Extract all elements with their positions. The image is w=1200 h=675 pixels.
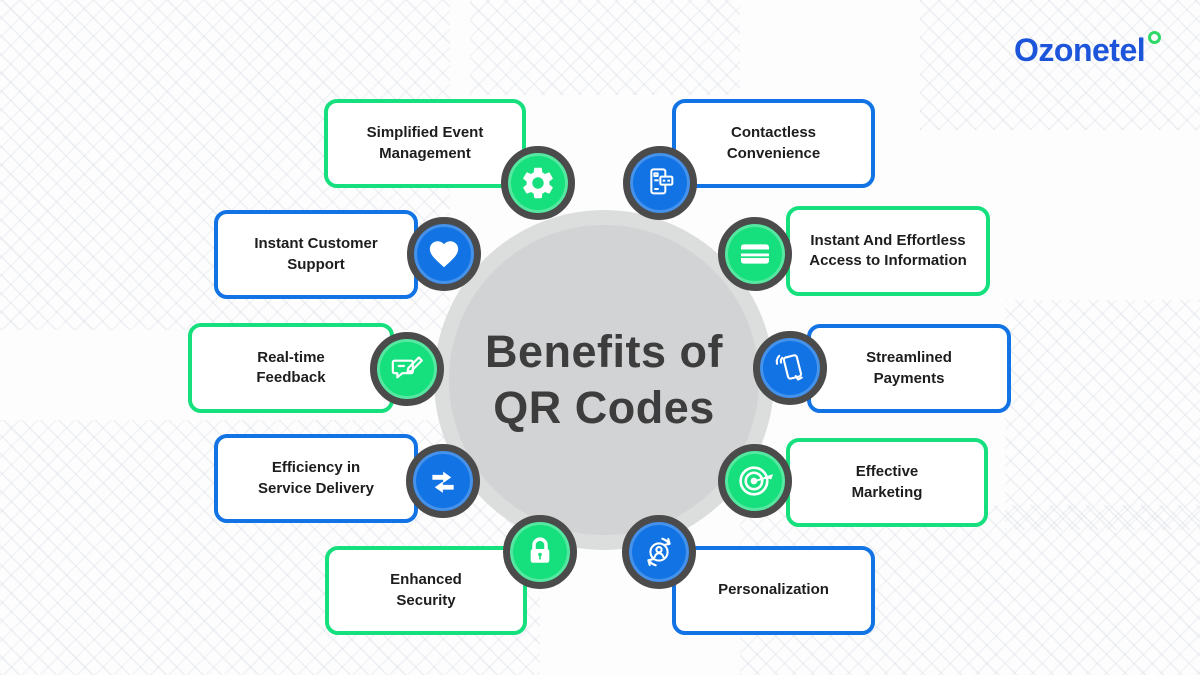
benefit-box-personalization: Personalization — [672, 546, 875, 635]
target-icon — [739, 466, 774, 496]
benefit-icon-credit-card — [718, 217, 792, 291]
benefit-icon-phone-card — [623, 146, 697, 220]
benefit-box-contactless-convenience: Contactless Convenience — [672, 99, 875, 188]
benefit-box-instant-customer-support: Instant Customer Support — [214, 210, 418, 299]
benefit-box-simplified-event-management: Simplified Event Management — [324, 99, 526, 188]
gear-icon — [523, 167, 553, 199]
heart-icon — [429, 241, 459, 268]
benefit-label: Personalization — [718, 581, 829, 599]
mobile-payment-icon — [775, 354, 803, 381]
phone-card-icon — [650, 168, 674, 195]
benefit-box-access-to-information: Instant And Effortless Access to Informa… — [786, 206, 990, 296]
benefit-label: Instant Customer Support — [254, 235, 378, 273]
padlock-icon — [530, 537, 550, 563]
feedback-chat-icon — [391, 356, 423, 379]
logo-text: Ozonetel — [1014, 32, 1146, 68]
benefit-label: Instant And Effortless Access to Informa… — [809, 231, 967, 269]
user-sync-icon — [647, 537, 671, 567]
benefit-box-enhanced-security: Enhanced Security — [325, 546, 527, 635]
benefit-label: Efficiency in Service Delivery — [258, 459, 374, 497]
benefit-box-effective-marketing: Effective Marketing — [786, 438, 988, 527]
title-line-1: Benefits of — [484, 326, 723, 378]
title-line-2: QR Codes — [493, 382, 715, 433]
benefit-box-streamlined-payments: Streamlined Payments — [807, 324, 1011, 413]
benefit-icon-target — [718, 444, 792, 518]
benefit-label: Real-time Feedback — [256, 348, 326, 386]
benefit-label: Streamlined Payments — [866, 349, 952, 387]
benefit-icon-arrows — [406, 444, 480, 518]
benefit-box-real-time-feedback: Real-time Feedback — [188, 323, 394, 413]
benefit-label: Effective Marketing — [851, 463, 923, 501]
benefit-label: Enhanced Security — [390, 571, 462, 609]
benefit-label: Simplified Event Management — [366, 124, 484, 162]
benefit-box-efficiency-in-service-delivery: Efficiency in Service Delivery — [214, 434, 418, 523]
transfer-arrows-icon — [432, 471, 454, 493]
benefit-icon-user-sync — [622, 515, 696, 589]
benefit-label: Contactless Convenience — [726, 124, 821, 162]
background-pattern — [470, 0, 740, 95]
ozonetel-logo: Ozonetel — [1014, 31, 1162, 68]
center-circle: Benefits of QR Codes — [449, 225, 759, 535]
background-pattern — [1005, 300, 1200, 530]
credit-card-icon — [741, 244, 769, 264]
background-pattern — [920, 0, 1200, 130]
benefit-icon-mobile-payment — [753, 331, 827, 405]
benefit-icon-lock — [503, 515, 577, 589]
page-title: Benefits of QR Codes — [485, 324, 723, 436]
benefit-icon-feedback — [370, 332, 444, 406]
benefit-icon-gear — [501, 146, 575, 220]
logo-ring-icon — [1148, 31, 1162, 44]
benefit-icon-heart — [407, 217, 481, 291]
